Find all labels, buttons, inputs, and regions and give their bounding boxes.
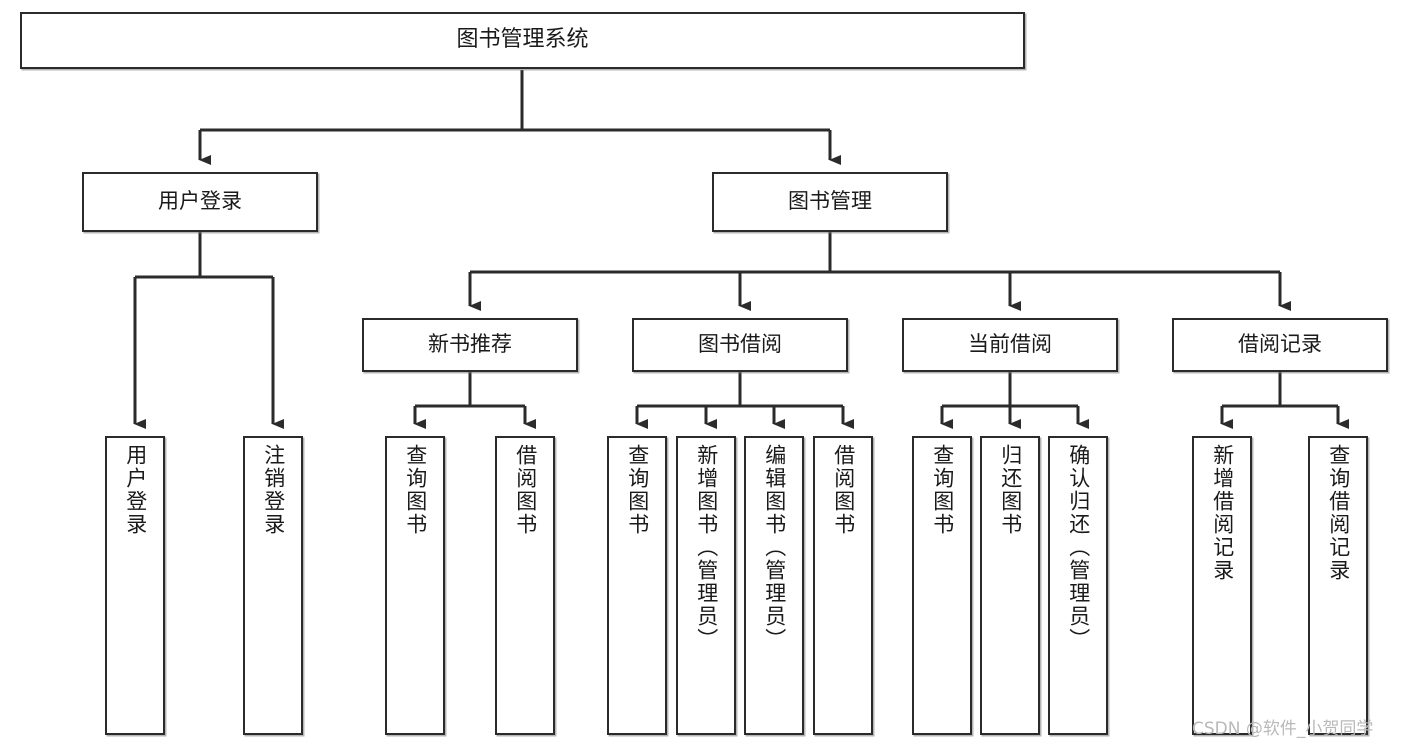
node-leaf-return-book-label: 归还图书 [998,444,1023,536]
node-current-borrow-label: 当前借阅 [968,332,1052,357]
node-leaf-confirm-return[interactable]: 确认归还（管理员） [1048,436,1108,735]
node-leaf-user-login[interactable]: 用户登录 [105,436,165,735]
node-leaf-return-book[interactable]: 归还图书 [980,436,1040,735]
node-leaf-borrow-book-2[interactable]: 借阅图书 [813,436,873,735]
node-leaf-add-book-label: 新增图书（管理员） [694,444,719,651]
node-leaf-add-record-label: 新增借阅记录 [1210,444,1235,582]
node-leaf-query-book-1[interactable]: 查询图书 [385,436,445,735]
node-leaf-query-book-3-label: 查询图书 [930,444,955,536]
node-borrow-record[interactable]: 借阅记录 [1172,318,1388,372]
node-borrow-record-label: 借阅记录 [1238,332,1322,357]
node-leaf-user-login-label: 用户登录 [123,444,148,536]
node-leaf-borrow-book-1-label: 借阅图书 [513,444,538,536]
node-leaf-logout-label: 注销登录 [261,444,286,536]
node-book-manage-label: 图书管理 [788,189,872,214]
node-leaf-confirm-return-label: 确认归还（管理员） [1066,444,1091,651]
node-leaf-add-book[interactable]: 新增图书（管理员） [676,436,736,735]
node-current-borrow[interactable]: 当前借阅 [902,318,1118,372]
node-leaf-query-book-2[interactable]: 查询图书 [607,436,667,735]
node-leaf-logout[interactable]: 注销登录 [243,436,303,735]
node-leaf-query-record[interactable]: 查询借阅记录 [1308,436,1368,735]
node-book-manage[interactable]: 图书管理 [712,172,948,232]
node-root-system[interactable]: 图书管理系统 [20,12,1025,69]
node-book-borrow[interactable]: 图书借阅 [632,318,848,372]
node-leaf-query-book-2-label: 查询图书 [625,444,650,536]
node-leaf-query-record-label: 查询借阅记录 [1326,444,1351,582]
node-leaf-query-book-1-label: 查询图书 [403,444,428,536]
node-leaf-query-book-3[interactable]: 查询图书 [912,436,972,735]
node-user-login[interactable]: 用户登录 [82,172,318,232]
node-root-system-label: 图书管理系统 [456,27,589,53]
node-leaf-borrow-book-1[interactable]: 借阅图书 [495,436,555,735]
csdn-watermark: CSDN @软件_小贺同学 [1192,719,1374,739]
node-leaf-edit-book-label: 编辑图书（管理员） [762,444,787,651]
node-leaf-borrow-book-2-label: 借阅图书 [831,444,856,536]
node-new-book-recommend-label: 新书推荐 [428,332,512,357]
node-new-book-recommend[interactable]: 新书推荐 [362,318,578,372]
node-user-login-label: 用户登录 [158,189,242,214]
node-book-borrow-label: 图书借阅 [698,332,782,357]
node-leaf-add-record[interactable]: 新增借阅记录 [1192,436,1252,735]
node-leaf-edit-book[interactable]: 编辑图书（管理员） [744,436,804,735]
